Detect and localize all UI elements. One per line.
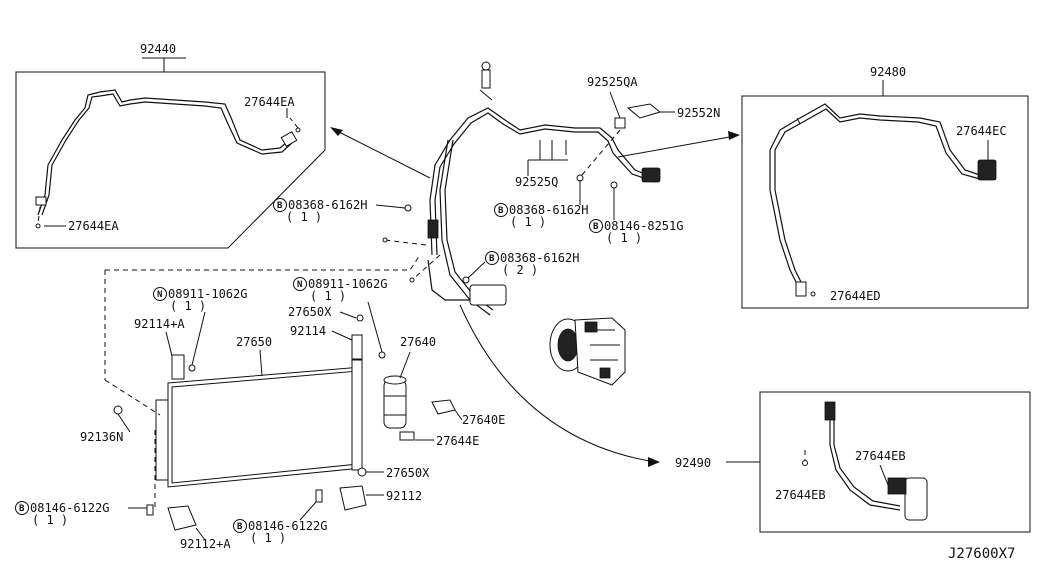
bolt-marker-08146-8251: B <box>593 222 599 232</box>
label-92136N: 92136N <box>80 430 123 444</box>
condenser-27650 <box>104 254 421 510</box>
label-27644EA-bottom: 27644EA <box>68 219 119 233</box>
label-92552N: 92552N <box>677 106 720 120</box>
label-27644EB-a: 27644EB <box>855 449 906 463</box>
label-08911-a: 08911-1062G <box>168 287 247 301</box>
label-92490: 92490 <box>675 456 711 470</box>
label-27644EB-b: 27644EB <box>775 488 826 502</box>
label-92525Q: 92525Q <box>515 175 558 189</box>
label-08368-b: 08368-6162H <box>509 203 588 217</box>
compressor <box>549 317 626 386</box>
qty-08368-a: ( 1 ) <box>286 210 322 224</box>
label-92112A: 92112+A <box>180 537 231 551</box>
label-08146-8251: 08146-8251G <box>604 219 683 233</box>
label-08368-c: 08368-6162H <box>500 251 579 265</box>
label-27640: 27640 <box>400 335 436 349</box>
label-92112: 92112 <box>386 489 422 503</box>
bolt-marker-08146-6122-b: B <box>237 522 243 532</box>
arrow-to-92480 <box>617 135 736 158</box>
label-08368-a: 08368-6162H <box>288 198 367 212</box>
bracket-92112 <box>339 485 367 511</box>
label-92525QA: 92525QA <box>587 75 638 89</box>
label-08146-6122-b: 08146-6122G <box>248 519 327 533</box>
main-piping <box>382 61 662 316</box>
label-08911-b: 08911-1062G <box>308 277 387 291</box>
label-27644ED: 27644ED <box>830 289 881 303</box>
qty-08146-8251: ( 1 ) <box>606 231 642 245</box>
label-27640E: 27640E <box>462 413 505 427</box>
qty-08146-6122-b: ( 1 ) <box>250 531 286 545</box>
bolt-marker-08368-b: B <box>498 206 504 216</box>
label-27650X-top: 27650X <box>288 305 332 319</box>
bolt-marker-08368-a: B <box>277 201 283 211</box>
inset-92490 <box>726 391 1031 533</box>
qty-08146-6122-a: ( 1 ) <box>32 513 68 527</box>
label-27650: 27650 <box>236 335 272 349</box>
bracket-92114A <box>171 354 185 380</box>
arrow-to-92490 <box>459 304 656 463</box>
label-92440: 92440 <box>140 42 176 56</box>
label-92480: 92480 <box>870 65 906 79</box>
label-27644E: 27644E <box>436 434 479 448</box>
label-27644EA-top: 27644EA <box>244 95 295 109</box>
diagram-id: J27600X7 <box>948 546 1015 562</box>
label-92114A: 92114+A <box>134 317 185 331</box>
qty-08911-a: ( 1 ) <box>170 299 206 313</box>
arrow-to-92440 <box>334 129 431 179</box>
bracket-92112A <box>167 505 197 531</box>
inset-92480 <box>741 80 1029 309</box>
label-08146-6122-a: 08146-6122G <box>30 501 109 515</box>
label-92114: 92114 <box>290 324 326 338</box>
label-27644EC: 27644EC <box>956 124 1007 138</box>
label-27650X-bottom: 27650X <box>386 466 430 480</box>
inset-92440 <box>15 57 326 249</box>
nut-marker-08911-b: N <box>297 280 302 290</box>
qty-08368-b: ( 1 ) <box>510 215 546 229</box>
bracket-92114 <box>351 334 363 360</box>
bolt-marker-08146-6122-a: B <box>19 504 25 514</box>
nut-marker-08911-a: N <box>157 290 162 300</box>
receiver-drier-27640 <box>383 375 456 441</box>
qty-08368-c: ( 2 ) <box>502 263 538 277</box>
qty-08911-b: ( 1 ) <box>310 289 346 303</box>
bolt-marker-08368-c: B <box>489 254 495 264</box>
